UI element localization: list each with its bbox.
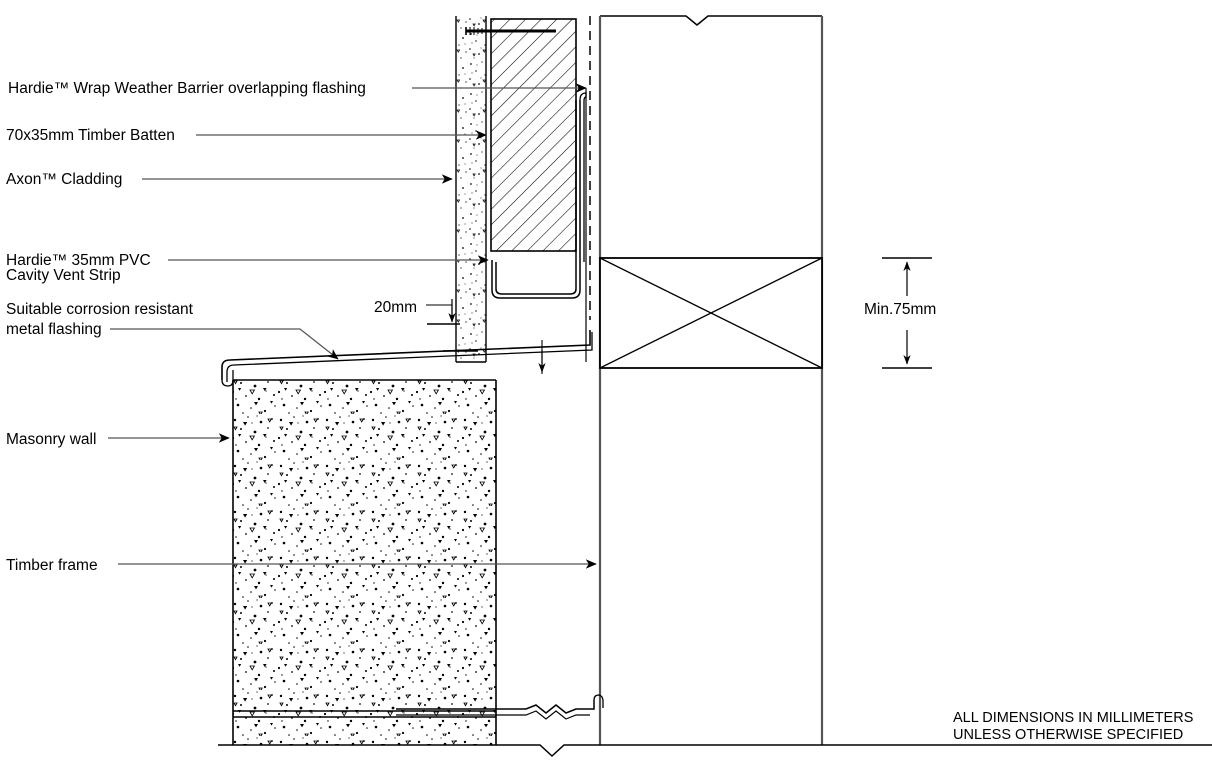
bottom-dpc-strip (396, 694, 604, 720)
leader-lines (108, 83, 597, 569)
label-masonry-wall: Masonry wall (6, 431, 97, 448)
masonry-wall (232, 379, 497, 745)
label-axon-cladding: Axon™ Cladding (6, 171, 123, 188)
label-metal-flashing-line2: metal flashing (6, 321, 102, 338)
timber-batten (490, 18, 577, 252)
fixing-screw (465, 27, 556, 35)
general-note-line-1: ALL DIMENSIONS IN MILLIMETERS (953, 710, 1194, 726)
label-timber-batten: 70x35mm Timber Batten (6, 127, 175, 144)
label-weather-barrier: Hardie™ Wrap Weather Barrier overlapping… (8, 80, 366, 97)
axon-cladding-panel (455, 16, 487, 363)
pvc-cavity-vent-strip (491, 92, 587, 299)
leader-metal-flashing (110, 328, 339, 360)
timber-frame-body (598, 15, 824, 745)
label-timber-frame: Timber frame (6, 557, 98, 574)
dimension-min-75mm (882, 257, 932, 369)
metal-flashing (221, 330, 593, 387)
label-metal-flashing-line1: Suitable corrosion resistant (6, 301, 193, 318)
break-line-top (600, 15, 822, 26)
break-line-bottom (218, 744, 1212, 758)
general-note-line-2: UNLESS OTHERWISE SPECIFIED (953, 727, 1184, 743)
dimension-label-min-75mm: Min.75mm (864, 301, 937, 318)
label-cavity-vent-strip-line1: Hardie™ 35mm PVC (6, 252, 151, 269)
weather-barrier-line (585, 16, 591, 362)
label-cavity-vent-strip-line2: Cavity Vent Strip (6, 267, 121, 284)
dimension-label-20mm: 20mm (374, 299, 418, 316)
dimension-cavity-gap (426, 299, 460, 325)
framing-member-void (599, 257, 823, 369)
